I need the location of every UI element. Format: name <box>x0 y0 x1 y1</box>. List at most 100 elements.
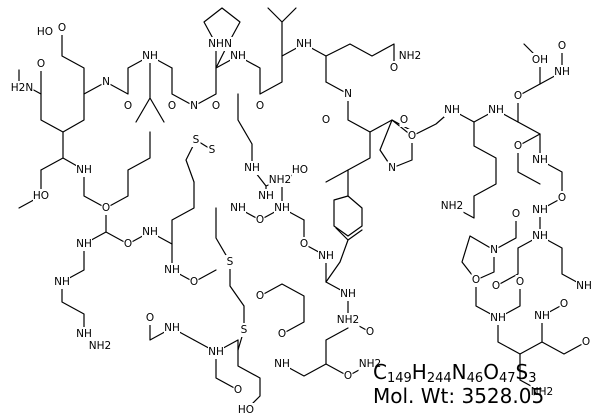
molecular-weight-label: Mol. Wt: <box>373 384 456 408</box>
bond-path <box>541 341 587 355</box>
atom-label: NH <box>230 50 246 62</box>
atom-label: O <box>558 40 566 52</box>
atom-label: O <box>124 100 132 112</box>
atom-label: NH <box>340 288 356 300</box>
bond-path <box>259 283 305 335</box>
atom-label: O <box>212 100 220 112</box>
atom-label: NH <box>258 190 274 202</box>
atom-label: O <box>300 238 308 250</box>
atom-label: O <box>560 298 568 310</box>
molecular-formula: C149H244N46O47S3 <box>373 360 536 386</box>
atom-label: O <box>514 90 522 102</box>
atom-label: NH2 <box>399 50 421 62</box>
bond-path <box>451 109 497 219</box>
atom-label: HO <box>37 26 53 38</box>
atom-label: NH2 <box>359 358 381 370</box>
bond-path <box>185 139 213 183</box>
atom-label: O <box>37 58 45 70</box>
atom-label: NH <box>142 50 158 62</box>
atom-label: O <box>512 208 520 220</box>
bond-path <box>497 303 565 355</box>
atom-label: O <box>558 192 566 204</box>
atom-label: NH <box>76 238 92 250</box>
formula-count-n: 46 <box>466 371 484 386</box>
bond-path <box>281 327 349 377</box>
atom-label: NH2 <box>89 340 111 352</box>
formula-count-h: 244 <box>426 371 452 386</box>
atom-label: NH <box>208 38 224 50</box>
bond-path <box>493 213 517 251</box>
atom-label: O <box>344 370 352 382</box>
atom-label: NH <box>532 154 548 166</box>
formula-element-o: O <box>483 360 499 384</box>
atom-label: HO <box>33 190 49 202</box>
atom-label: N <box>190 100 198 112</box>
atom-label: O <box>582 336 590 348</box>
bond-path <box>171 55 239 107</box>
atom-label: NH <box>490 312 506 324</box>
bond-path <box>379 119 413 169</box>
atom-label: NH <box>230 202 246 214</box>
bond-path <box>325 169 363 237</box>
atom-label: O <box>390 62 398 74</box>
atom-label: O <box>322 114 330 126</box>
formula-element-n: N <box>451 360 467 384</box>
atom-label: S <box>227 256 234 268</box>
atom-label: NH2 <box>269 174 291 186</box>
atom-label: NH2 <box>531 386 553 398</box>
atom-label: O <box>408 130 416 142</box>
atom-label: NH <box>532 230 548 242</box>
atom-label: NH <box>488 104 504 116</box>
formula-count-c: 149 <box>386 371 412 386</box>
atom-label: NH <box>532 204 548 216</box>
atom-label: O <box>168 100 176 112</box>
atom-label: O <box>234 384 242 396</box>
atom-label: NH <box>318 250 334 262</box>
formula-element-c: C <box>373 360 387 384</box>
atom-label: S <box>193 134 200 146</box>
molecular-weight-value: 3528.05 <box>461 384 545 408</box>
atom-label: HO <box>292 164 308 176</box>
atom-label: NH <box>534 310 550 322</box>
atom-label: O <box>516 276 524 288</box>
atom-label: O <box>492 280 500 292</box>
atom-label: N <box>490 244 498 256</box>
bond-path <box>40 55 173 171</box>
bond-path <box>237 43 327 95</box>
bond-path <box>517 133 541 185</box>
atom-label: S <box>209 144 216 156</box>
formula-element-h: H <box>411 360 427 384</box>
atom-label: O <box>366 326 374 338</box>
atom-label: NH <box>164 322 180 334</box>
atom-label: NH <box>76 328 92 340</box>
atom-label: NH <box>274 358 290 370</box>
atom-label: O <box>278 328 286 340</box>
atom-label: N <box>102 76 110 88</box>
atom-label: O <box>190 276 198 288</box>
atom-label: NH <box>274 202 290 214</box>
atom-label: NH <box>296 38 312 50</box>
formula-count-o: 47 <box>498 371 516 386</box>
bond-path <box>237 339 261 411</box>
bond-path <box>495 235 541 287</box>
atom-label: H2N <box>11 82 33 94</box>
atom-label: S <box>241 324 248 336</box>
atom-label: N <box>224 38 232 50</box>
atom-label: O <box>400 114 408 126</box>
atom-label: O <box>124 238 132 250</box>
bond-path <box>267 7 297 57</box>
atom-label: O <box>514 140 522 152</box>
atom-label: HO <box>238 404 254 416</box>
atom-label: O <box>58 22 66 34</box>
atom-label: O <box>256 100 264 112</box>
bond-path <box>61 31 85 95</box>
bond-path <box>171 243 217 283</box>
bond-path <box>347 131 371 197</box>
atom-label: NH2 <box>441 200 463 212</box>
bond-path <box>135 55 165 123</box>
atom-label: O <box>146 312 154 324</box>
atom-label: O <box>102 202 110 214</box>
bond-path <box>473 43 541 123</box>
formula-count-s: 3 <box>528 371 537 386</box>
